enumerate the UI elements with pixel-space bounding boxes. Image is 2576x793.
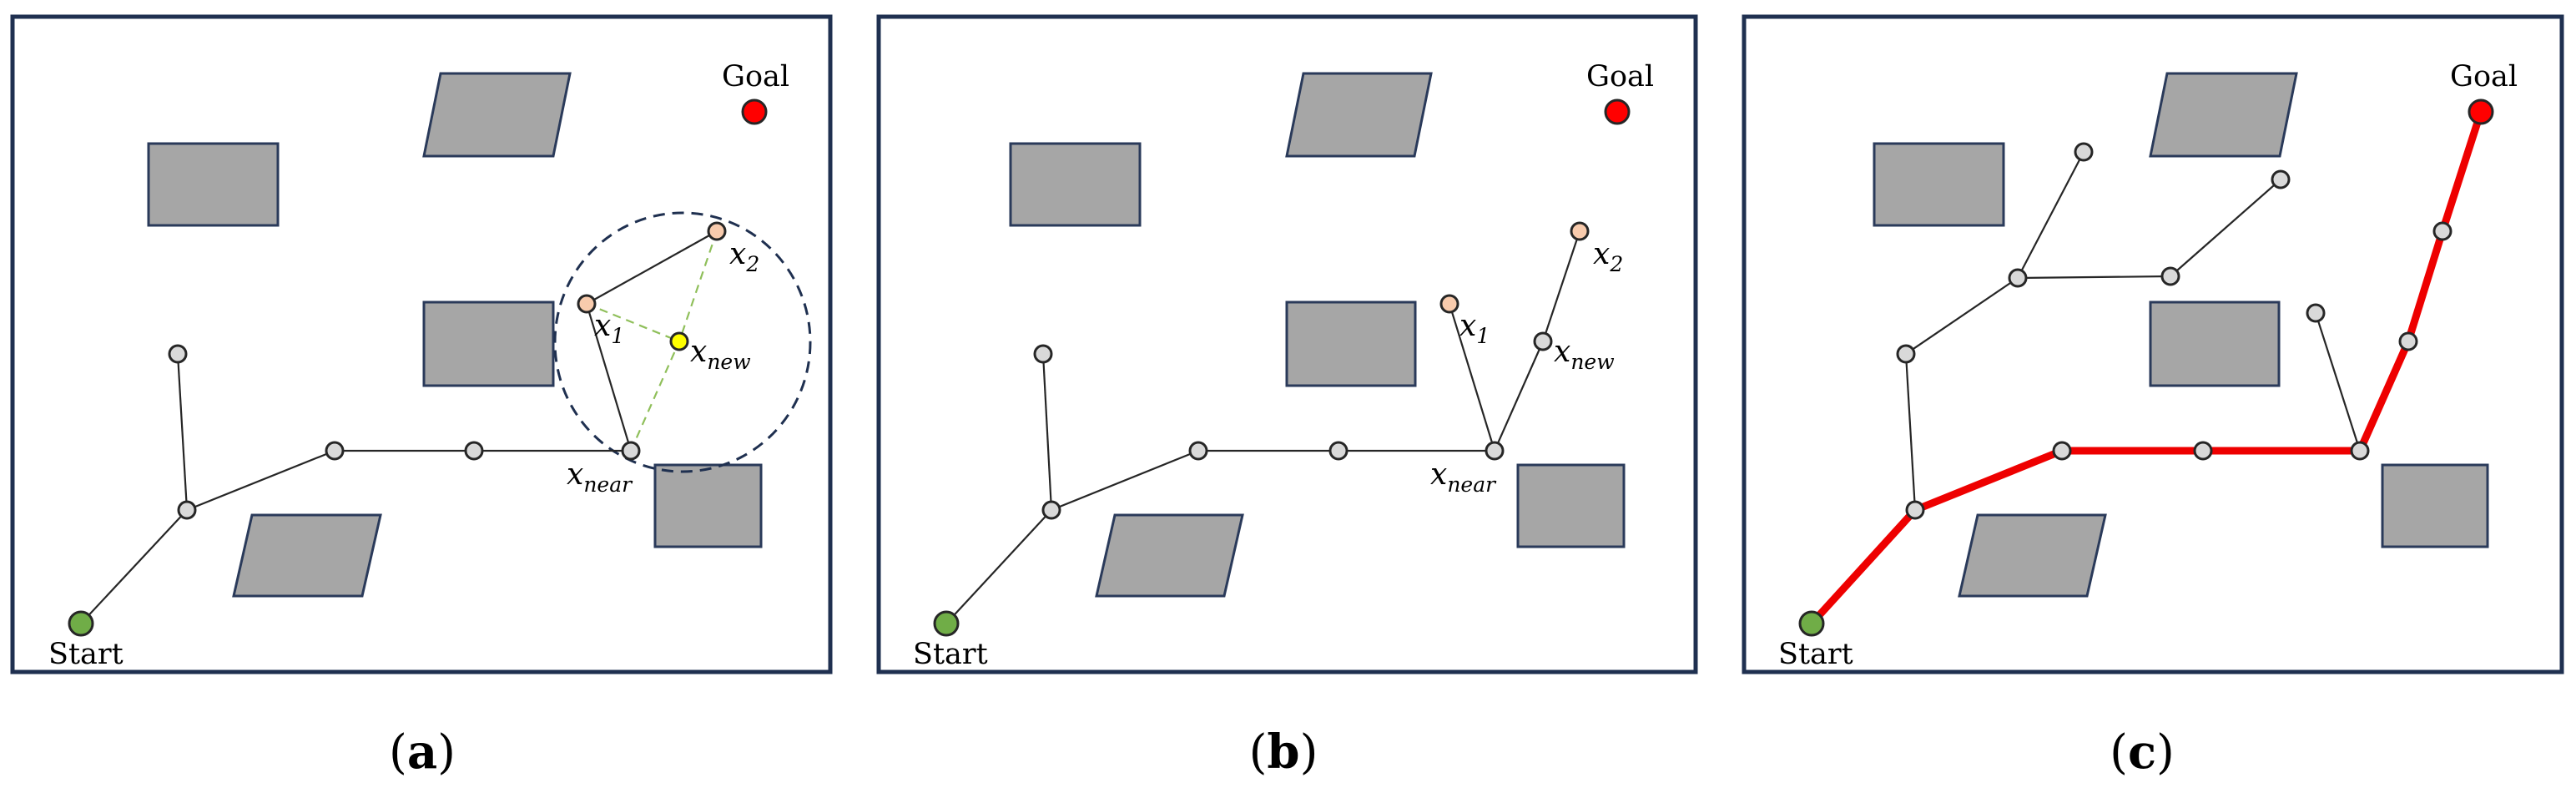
final-path [1807,108,2485,628]
tree-node [464,441,484,461]
start-node [68,610,94,637]
obstacle [422,72,572,158]
x-near-label: xnear [567,457,633,497]
x-near-node [621,441,641,461]
start-label: Start [913,638,988,671]
obstacle [422,301,555,387]
goal-node [2468,98,2494,125]
tree-node [1033,344,1053,364]
tree-edge [1051,449,1199,512]
start-node [933,610,960,637]
obstacle [1285,301,1417,387]
obstacle [2149,72,2298,158]
panel-a: Start Goal x1 x2 xnew xnear (a) [10,14,833,780]
tree-edge [945,509,1052,624]
start-node [1798,610,1825,637]
obstacle [232,513,382,598]
tree-edge [585,303,633,452]
goal-label: Goal [2450,60,2518,93]
tree-node [168,344,188,364]
tree-node [1188,441,1208,461]
tree-node [2432,221,2452,241]
x-new-label: xnew [690,335,751,374]
tree-edge [1904,353,1917,511]
panel-c: Start Goal (c) [1742,14,2564,780]
tree-edge [1493,341,1545,452]
obstacle [653,463,763,548]
x-near-node [1485,441,1505,461]
goal-node [1604,98,1631,125]
tree-node [1328,441,1348,461]
obstacle [1009,142,1142,227]
tree-node [2306,303,2326,323]
x1-label: x1 [594,309,624,348]
tree-node [1041,500,1061,520]
tree-edge [2170,179,2281,277]
obstacle [1095,513,1244,598]
x1-node [1439,294,1459,314]
tree-node [325,441,345,461]
tree-edge [1541,230,1581,342]
x-new-label: xnew [1554,335,1615,374]
obstacle [2149,301,2281,387]
tree-edge [2314,312,2362,452]
x1-node [577,294,597,314]
tree-node [2398,331,2418,351]
tree-edge [586,230,718,305]
tree-node [2193,441,2213,461]
near-radius-circle [553,211,812,473]
panel-a-frame [10,14,833,674]
tree-node [2271,169,2291,189]
tree-edge [1448,303,1496,452]
tree-node [1905,500,1925,520]
x2-label: x2 [1593,237,1623,276]
tree-edge [2017,275,2171,280]
tree-node [2350,441,2370,461]
obstacle [1958,513,2107,598]
x2-node [1570,221,1590,241]
obstacle [1285,72,1433,158]
x2-node [707,221,727,241]
tree-edge [2017,151,2084,279]
x1-label: x1 [1459,309,1490,348]
goal-label: Goal [722,60,789,93]
panel-b: Start Goal x1 x2 xnew xnear (b) [876,14,1698,780]
tree-node [2160,266,2180,286]
caption-c: (c) [2110,725,2175,780]
caption-b: (b) [1249,725,1318,780]
tree-node [1896,344,1916,364]
tree-node [2074,142,2094,162]
obstacle [2381,463,2489,548]
candidate-connection [678,230,718,342]
tree-node [2008,268,2028,288]
candidate-connection [629,341,681,452]
candidate-connection [586,302,680,343]
tree-node [2052,441,2072,461]
tree-edge [1905,277,2019,355]
start-label: Start [48,638,124,671]
x-new-node [669,331,689,351]
goal-label: Goal [1586,60,1654,93]
tree-edge [176,353,189,511]
x2-label: x2 [729,237,759,276]
tree-edge [186,449,335,512]
obstacle [1873,142,2005,227]
caption-a: (a) [389,725,456,780]
x-near-label: xnear [1430,457,1497,497]
tree-edge [1041,353,1053,511]
tree-node [177,500,197,520]
x-new-node [1533,331,1553,351]
tree-edge [80,509,188,624]
obstacle [1516,463,1626,548]
obstacle [147,142,280,227]
goal-node [741,98,768,125]
start-label: Start [1778,638,1853,671]
